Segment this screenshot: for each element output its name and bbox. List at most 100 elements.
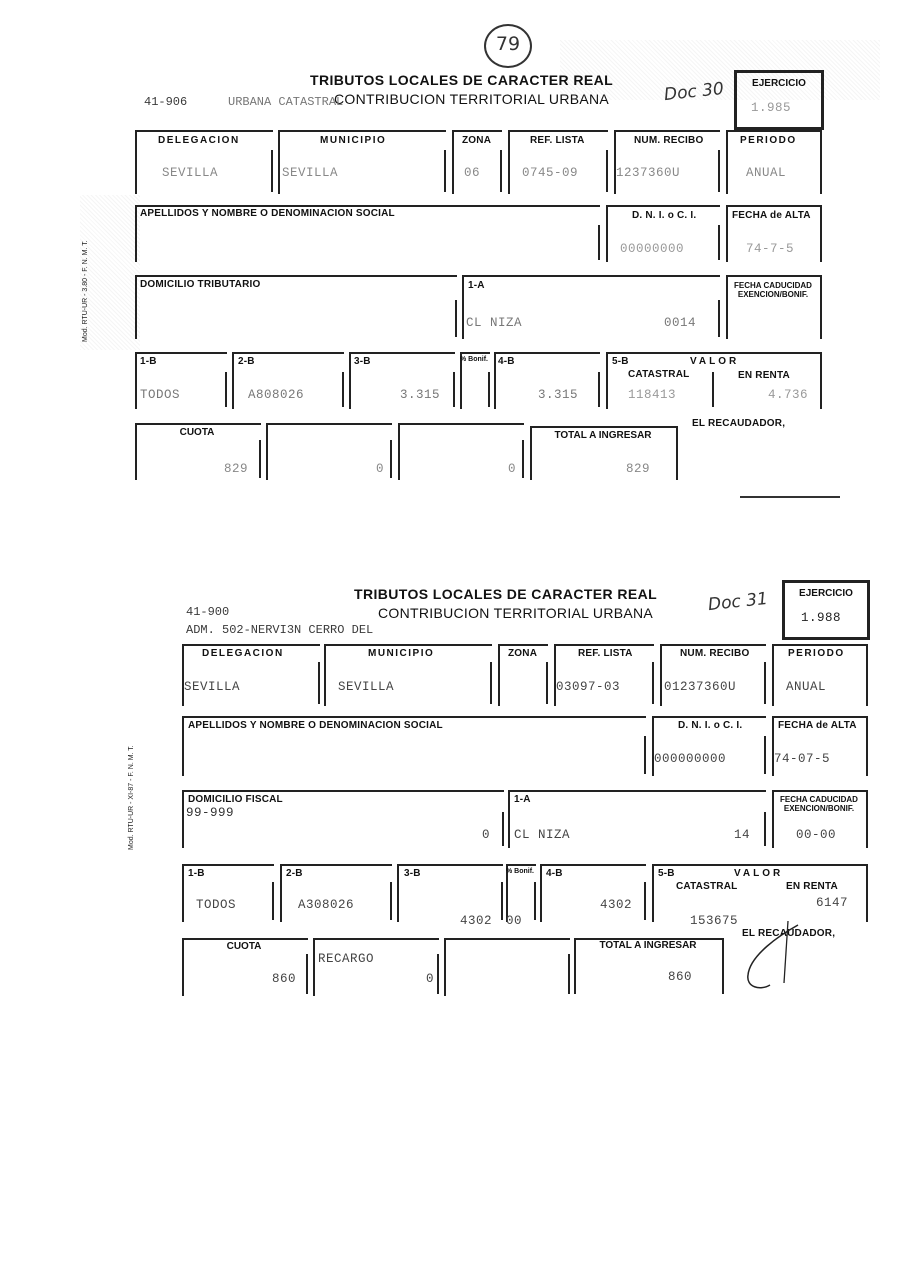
doc2-label-5b: 5-B [658,868,675,879]
doc1-label-name: APELLIDOS Y NOMBRE O DENOMINACION SOCIAL [140,208,395,219]
doc1-label-total: TOTAL A INGRESAR [554,430,652,441]
doc2-label-valor: VALOR [734,868,784,879]
doc1-label-4b: 4-B [498,356,515,367]
doc1-value-en-renta: 4.736 [768,388,809,402]
doc2-label-1b: 1-B [188,868,205,879]
doc2-handwritten-note: Doc 31 [707,588,769,616]
doc1-label-recaudador: EL RECAUDADOR, [692,418,786,429]
doc1-label-bonif: % Bonif. [460,356,488,363]
doc1-value-4b: 3.315 [538,388,579,402]
doc2-label-total: TOTAL A INGRESAR [599,940,697,951]
circled-page-number: 79 [484,24,532,68]
doc1-label-2b: 2-B [238,356,255,367]
doc1-label-catastral: CATASTRAL [628,369,690,380]
doc2-label-zona: ZONA [508,648,538,659]
doc1-value-fecha-alta: 74-7-5 [746,242,795,256]
doc1-label-dni: D. N. I. o C. I. [632,210,697,221]
doc1-ejercicio-box: EJERCICIO 1.985 [734,70,824,130]
doc2-ejercicio-box: EJERCICIO 1.988 [782,580,870,640]
doc1-title: TRIBUTOS LOCALES DE CARACTER REAL [310,72,614,88]
doc2-label-2b: 2-B [286,868,303,879]
doc2-label-en-renta: EN RENTA [786,881,838,892]
doc2-label-periodo: PERIODO [788,648,845,659]
doc1-value-1b: TODOS [140,388,181,402]
doc1-label-num-recibo: NUM. RECIBO [634,135,704,146]
doc1-label-5b: 5-B [612,356,629,367]
doc2-side-text: Mod. RTU-UR - XI-87 - F. N. M. T. [128,745,135,850]
doc2-label-ref-lista: REF. LISTA [578,648,633,659]
doc1-value-periodo: ANUAL [746,166,787,180]
doc1-value-num-recibo: 1237360U [616,166,681,180]
doc2-value-domicilio: 99-999 [186,806,235,820]
doc1-value-ref-lista: 0745-09 [522,166,579,180]
doc2-label-name: APELLIDOS Y NOMBRE O DENOMINACION SOCIAL [188,720,443,731]
doc2-value-4b: 4302 [600,898,633,912]
doc2-value-fecha-alta: 74-07-5 [774,752,831,766]
doc2-label-delegacion: DELEGACION [202,648,284,659]
doc1-label-fecha-alta: FECHA de ALTA [732,210,811,221]
doc1-label-domicilio: DOMICILIO TRIBUTARIO [140,279,261,290]
doc1-header-text: URBANA CATASTRAL [228,95,344,109]
doc1-label-3b: 3-B [354,356,371,367]
doc2-title: TRIBUTOS LOCALES DE CARACTER REAL [354,586,658,602]
doc1-label-valor: VALOR [690,356,740,367]
doc2-value-dni: 000000000 [654,752,727,766]
doc2-value-ref-lista: 03097-03 [556,680,621,694]
doc1-label-en-renta: EN RENTA [738,370,790,381]
doc2-value-cuota: 860 [272,972,297,986]
doc2-label-fecha-alta: FECHA de ALTA [778,720,857,731]
doc1-value-dni: 00000000 [620,242,685,256]
doc1-value-cuota: 829 [224,462,249,476]
doc1-header-code: 41-906 [144,95,188,109]
doc2-label-domicilio: DOMICILIO FISCAL [188,794,283,805]
doc1-value-number: 0014 [664,316,697,330]
doc2-label-recaudador: EL RECAUDADOR, [742,928,836,939]
doc2-label-bonif: % Bonif. [506,868,534,875]
scan-noise [560,40,880,100]
doc2-value-bonif: 00 [506,914,523,928]
doc1-value-catastral: 118413 [628,388,677,402]
doc2-value-municipio: SEVILLA [338,680,395,694]
doc2-label-dni: D. N. I. o C. I. [678,720,743,731]
doc2-value-delegacion: SEVILLA [184,680,241,694]
doc2-label-caducidad: FECHA CADUCIDAD EXENCION/BONIF. [780,795,858,813]
doc1-value-2b: A808026 [248,388,305,402]
doc2-label-1a: 1-A [514,794,531,805]
doc1-subtitle: CONTRIBUCION TERRITORIAL URBANA [334,91,610,107]
doc2-value-1b: TODOS [196,898,237,912]
doc2-value-en-renta: 6147 [816,896,849,910]
doc2-value-zero: 0 [482,828,491,842]
doc1-value-third: 0 [508,462,517,476]
doc2-value-periodo: ANUAL [786,680,827,694]
doc2-label-num-recibo: NUM. RECIBO [680,648,750,659]
doc2-label-catastral: CATASTRAL [676,881,738,892]
doc1-value-second: 0 [376,462,385,476]
doc1-label-periodo: PERIODO [740,135,797,146]
doc2-label-4b: 4-B [546,868,563,879]
recaudador-signature [747,920,799,989]
doc1-label-1a: 1-A [468,280,485,291]
doc1-value-zona: 06 [464,166,481,180]
doc1-value-delegacion: SEVILLA [162,166,219,180]
doc2-value-address: CL NIZA [514,828,571,842]
scan-noise [80,195,140,350]
doc1-side-text: Mod. RTU-UR - 3.80 - F. N. M. T. [82,240,89,342]
doc1-value-total: 829 [626,462,651,476]
doc2-value-2b: A308026 [298,898,355,912]
doc2-label-3b: 3-B [404,868,421,879]
doc2-value-total: 860 [668,970,693,984]
doc1-label-cuota: CUOTA [179,427,215,438]
doc2-value-recargo: 0 [426,972,435,986]
doc2-value-3b: 4302 [460,914,493,928]
doc2-label-municipio: MUNICIPIO [368,648,435,659]
doc2-subtitle: CONTRIBUCION TERRITORIAL URBANA [378,605,654,621]
doc2-value-caducidad: 00-00 [796,828,837,842]
doc2-label-cuota: CUOTA [226,941,262,952]
doc2-value-number: 14 [734,828,751,842]
doc2-label-recargo: RECARGO [318,952,375,966]
doc1-value-3b: 3.315 [400,388,441,402]
doc1-value-municipio: SEVILLA [282,166,339,180]
doc1-bottom-rule [740,496,840,498]
doc2-header-line2: ADM. 502-NERVI3N CERRO DEL [186,623,374,637]
doc1-value-address: CL NIZA [466,316,523,330]
